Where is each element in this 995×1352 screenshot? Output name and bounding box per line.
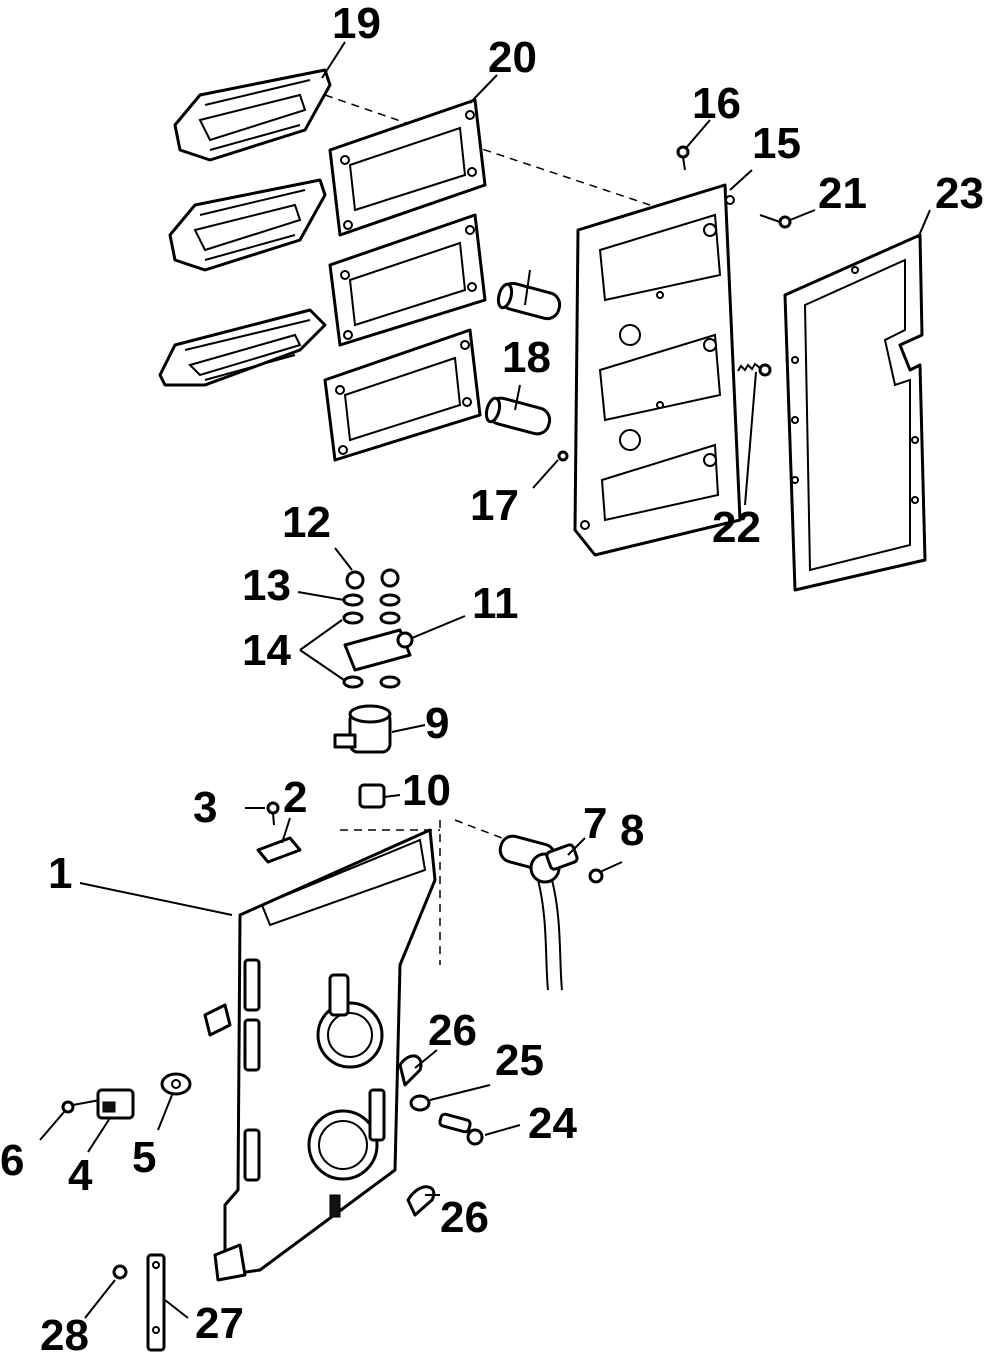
pin-17: [557, 450, 569, 462]
callout-5: 5: [132, 1133, 156, 1182]
reed-block-group: [158, 68, 332, 387]
grommet-10: [358, 783, 386, 809]
sensor-4: [96, 1088, 135, 1120]
callout-21: 21: [818, 169, 867, 218]
reed-block-middle: [168, 178, 327, 272]
screw-28: [112, 1264, 128, 1280]
plate-5: [160, 1072, 192, 1096]
callout-26-lower: 26: [440, 1193, 489, 1242]
callout-14: 14: [242, 626, 291, 675]
callout-1: 1: [48, 849, 72, 898]
washers-13: [342, 593, 401, 607]
reed-gasket-top: [328, 98, 487, 237]
callout-18: 18: [502, 333, 551, 382]
nuts-12: [345, 568, 400, 590]
bracket-2-assembly: [256, 801, 302, 864]
callout-9: 9: [425, 699, 449, 748]
callout-25: 25: [495, 1036, 544, 1085]
callout-28: 28: [40, 1311, 89, 1352]
clip-26-lower: [406, 1185, 436, 1217]
callout-16: 16: [692, 79, 741, 128]
callout-12: 12: [282, 498, 331, 547]
throttle-body-housing: [203, 828, 437, 1282]
check-valves: [484, 281, 562, 436]
callout-17: 17: [470, 481, 519, 530]
callout-4: 4: [68, 1151, 93, 1200]
screw-3: [266, 801, 280, 826]
spring-22: [737, 362, 772, 377]
reed-block-bottom: [158, 308, 327, 387]
cap-8: [588, 868, 604, 884]
reed-plate: [573, 183, 742, 557]
callout-27: 27: [195, 1299, 244, 1348]
reed-gasket-middle: [328, 213, 487, 347]
callout-7: 7: [583, 799, 607, 848]
bracket-11: [343, 628, 414, 672]
small-fasteners: [557, 145, 792, 462]
reed-gasket-group: [323, 98, 487, 462]
reed-gasket-bottom: [323, 328, 482, 462]
clips-and-fittings: [398, 1054, 484, 1217]
fitting-24: [438, 1112, 484, 1146]
callout-19: 19: [332, 0, 381, 48]
screw-21: [759, 214, 792, 229]
callout-8: 8: [620, 806, 644, 855]
leader-lines: [39, 41, 931, 1319]
callout-23: 23: [935, 169, 984, 218]
check-valve-lower: [484, 396, 552, 436]
callout-20: 20: [488, 33, 537, 82]
washers-14-upper: [342, 611, 401, 625]
callout-24: 24: [528, 1099, 577, 1148]
callout-26-upper: 26: [428, 1006, 477, 1055]
clip-26-upper: [398, 1054, 423, 1087]
screw-16: [676, 145, 690, 171]
callout-11: 11: [472, 579, 519, 628]
throttle-position-parts: [61, 1072, 192, 1120]
callout-13: 13: [242, 561, 291, 610]
callout-10: 10: [402, 766, 451, 815]
callout-2: 2: [283, 773, 307, 822]
reed-block-top: [173, 68, 332, 162]
sensor-assembly: [333, 568, 414, 809]
check-valve-upper: [496, 281, 562, 321]
washers-14-lower: [342, 675, 401, 689]
callout-15: 15: [752, 119, 801, 168]
intake-gasket: [783, 233, 927, 592]
screw-6: [61, 1099, 101, 1114]
callout-6: 6: [0, 1136, 24, 1185]
ground-strap-27: [146, 1253, 166, 1352]
elbow-fitting-7: [498, 834, 579, 991]
callout-22: 22: [712, 503, 761, 552]
callout-3: 3: [193, 783, 217, 832]
ring-25: [409, 1094, 431, 1112]
bracket-2: [256, 836, 302, 864]
sensor-9: [333, 704, 392, 754]
